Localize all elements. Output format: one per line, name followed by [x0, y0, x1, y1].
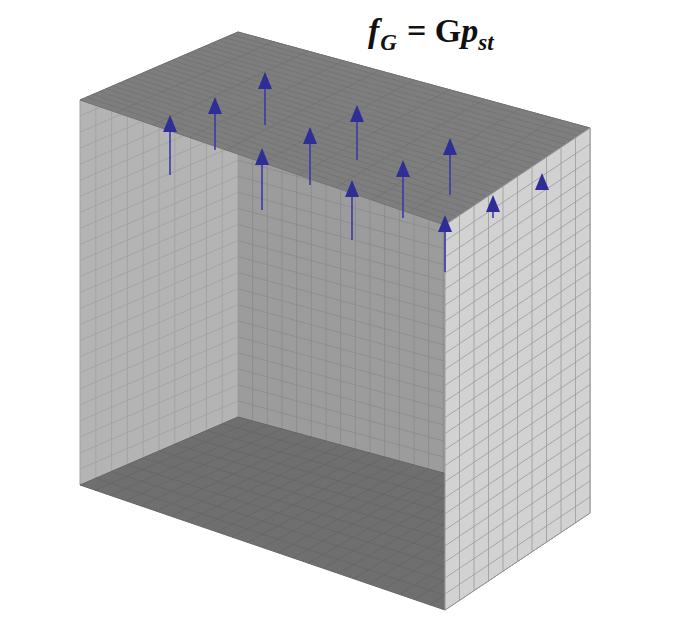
- formula-operator: = G: [407, 12, 461, 49]
- formula-subscript: G: [380, 30, 397, 55]
- force-arrows: [163, 72, 549, 272]
- right-wall: [445, 128, 590, 610]
- formula-symbol: f: [368, 12, 379, 49]
- formula-symbol: p: [461, 12, 478, 49]
- formula: fG = Gpst: [368, 12, 494, 56]
- mesh-faces: [80, 32, 590, 610]
- formula-subscript: st: [478, 30, 493, 55]
